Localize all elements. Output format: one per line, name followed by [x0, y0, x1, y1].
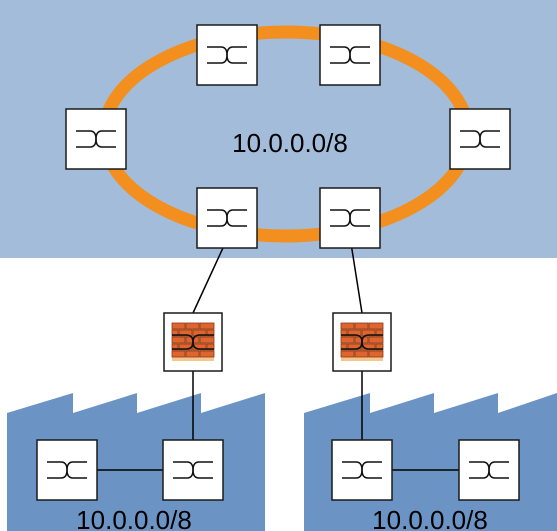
switch-icon: [36, 439, 98, 501]
firewall-brick-icon: [163, 312, 223, 372]
switch-icon: [162, 439, 224, 501]
switch-icon: [319, 187, 381, 249]
backbone-subnet-label: 10.0.0.0/8: [232, 128, 348, 158]
switch-icon: [196, 187, 258, 249]
switch-icon: [449, 108, 511, 170]
firewall-brick-icon: [332, 312, 392, 372]
switch-icon: [196, 24, 258, 86]
uplink-right: [349, 236, 363, 314]
switch-icon: [331, 439, 393, 501]
switch-icon: [65, 108, 127, 170]
switch-icon: [319, 24, 381, 86]
switch-icon: [458, 439, 520, 501]
site-left-subnet-label: 10.0.0.0/8: [76, 505, 192, 531]
site-right-subnet-label: 10.0.0.0/8: [372, 505, 488, 531]
uplink-left: [192, 236, 229, 314]
